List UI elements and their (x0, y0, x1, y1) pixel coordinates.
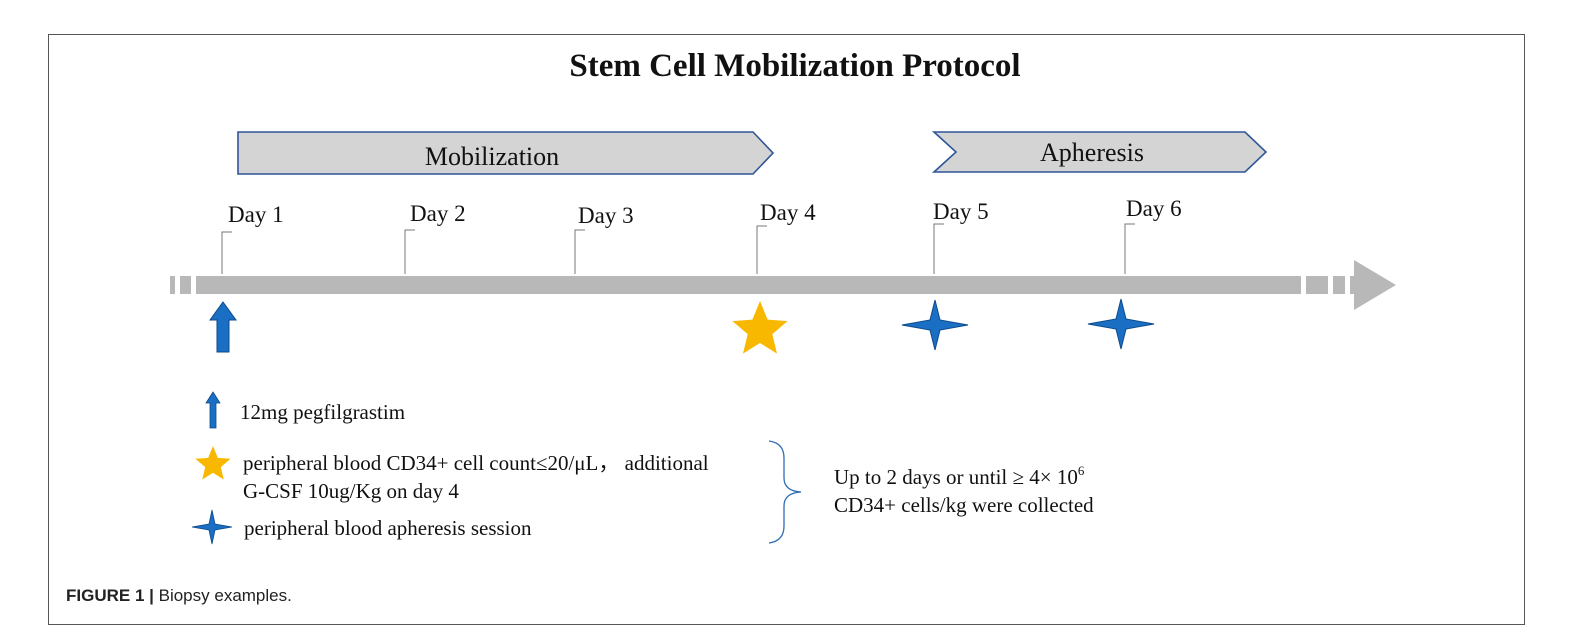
caption-text: Biopsy examples. (153, 586, 292, 605)
arrow-up-icon (209, 301, 237, 353)
timeline-arrowhead (1350, 260, 1396, 310)
legend-star-text-2: G-CSF 10ug/Kg on day 4 (243, 479, 459, 503)
four-point-star-icon (191, 509, 233, 545)
day-label-2: Day 2 (410, 201, 466, 226)
day-tick-6: Day 6 (1124, 196, 1182, 274)
mobilization-label: Mobilization (425, 142, 559, 171)
apheresis-label: Apheresis (1040, 138, 1144, 167)
day-label-1: Day 1 (228, 202, 284, 227)
star-icon (732, 301, 788, 354)
legend: 12mg pegfilgrastim peripheral blood CD34… (191, 391, 1094, 545)
caption-label: FIGURE 1 | (66, 586, 154, 605)
day-label-3: Day 3 (578, 203, 634, 228)
four-point-star-icon (901, 299, 969, 351)
four-point-star-icon (1087, 298, 1155, 350)
arrow-up-icon (205, 391, 221, 429)
day-tick-4: Day 4 (756, 200, 816, 274)
legend-star-text-1: peripheral blood CD34+ cell count≤20/μL，… (243, 451, 709, 475)
day-tick-2: Day 2 (404, 201, 466, 274)
day-label-5: Day 5 (933, 199, 989, 224)
mobilization-phase: Mobilization (237, 131, 775, 175)
star-icon (195, 446, 231, 480)
day-tick-5: Day 5 (933, 199, 989, 274)
day-label-6: Day 6 (1126, 196, 1182, 221)
timeline-bar (170, 260, 1396, 310)
note-text-1: Up to 2 days or until ≥ 4× 106 (834, 463, 1085, 489)
curly-brace (768, 440, 802, 544)
apheresis-phase: Apheresis (931, 131, 1268, 173)
note-text-2: CD34+ cells/kg were collected (834, 493, 1094, 517)
day-tick-1: Day 1 (221, 202, 284, 274)
day-label-4: Day 4 (760, 200, 816, 225)
figure-caption: FIGURE 1 | Biopsy examples. (66, 586, 292, 606)
legend-cross-text: peripheral blood apheresis session (244, 516, 532, 540)
diagram-title: Stem Cell Mobilization Protocol (569, 48, 1020, 84)
legend-arrow-text: 12mg pegfilgrastim (240, 400, 405, 424)
day-tick-3: Day 3 (574, 203, 634, 274)
